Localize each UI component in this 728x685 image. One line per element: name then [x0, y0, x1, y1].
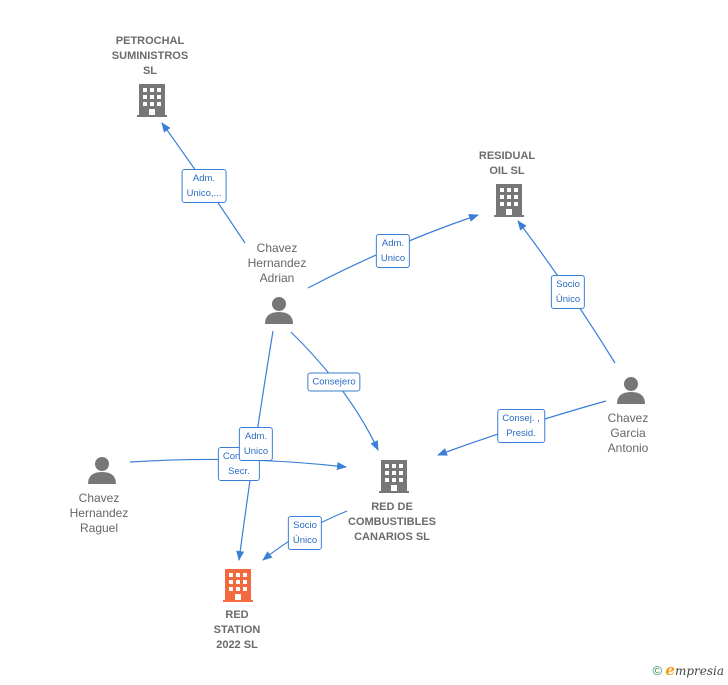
- edge-label-combustibles-station: Socio Único: [287, 516, 323, 550]
- edge-label-adrian-station: Adm. Unico: [238, 427, 274, 461]
- copyright-symbol: ©: [652, 663, 663, 678]
- node-label-chavez-adrian[interactable]: Chavez Hernandez Adrian: [247, 241, 307, 285]
- person-icon[interactable]: [88, 457, 116, 484]
- brand-initial: e: [665, 661, 675, 679]
- edge-label-antonio-combustibles: Consej. , Presid.: [497, 409, 545, 443]
- person-icon[interactable]: [617, 377, 645, 404]
- node-label-petrochal[interactable]: PETROCHAL SUMINISTROS SL: [111, 35, 189, 77]
- footer-watermark: © empresia: [652, 661, 724, 679]
- node-label-red-station[interactable]: RED STATION 2022 SL: [213, 609, 261, 651]
- brand-name: mpresia: [674, 664, 724, 678]
- building-icon[interactable]: [494, 184, 524, 217]
- edge-label-adrian-residual: Adm. Unico: [375, 234, 411, 268]
- building-icon-focus[interactable]: [223, 569, 253, 602]
- person-icon[interactable]: [265, 297, 293, 324]
- node-label-red-combustibles[interactable]: RED DE COMBUSTIBLES CANARIOS SL: [348, 501, 436, 543]
- building-icon[interactable]: [137, 84, 167, 117]
- brand-logo: empresia: [665, 661, 724, 679]
- edge-label-adrian-petrochal: Adm. Unico,...: [181, 169, 227, 203]
- building-icon[interactable]: [379, 460, 409, 493]
- node-label-chavez-antonio[interactable]: Chavez Garcia Antonio: [607, 411, 649, 455]
- node-label-chavez-raguel[interactable]: Chavez Hernandez Raguel: [69, 491, 129, 535]
- edge-label-antonio-residual: Socio Único: [550, 275, 586, 309]
- edge-label-adrian-combustibles: Consejero: [307, 372, 361, 392]
- node-label-residual[interactable]: RESIDUAL OIL SL: [478, 150, 536, 177]
